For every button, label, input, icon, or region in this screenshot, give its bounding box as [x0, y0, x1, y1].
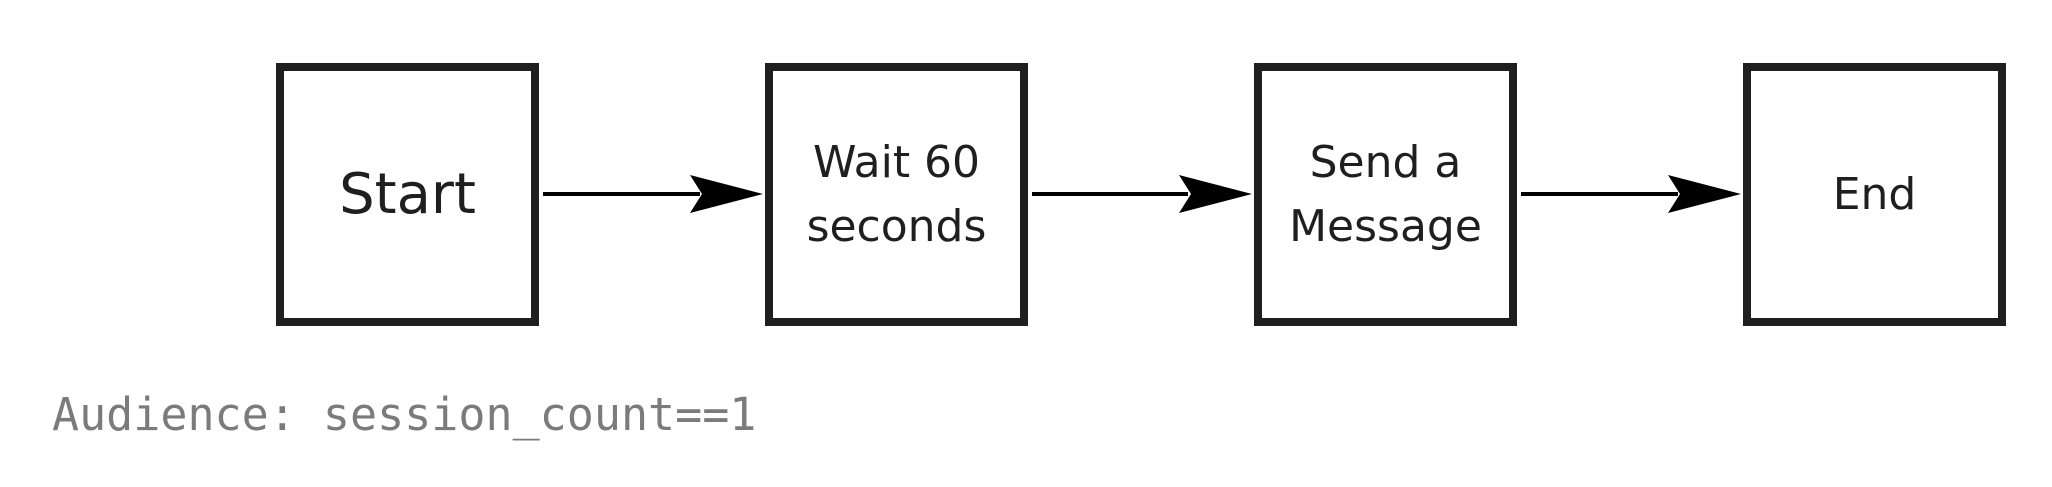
node-send-label: Send a Message — [1289, 136, 1482, 252]
audience-filter-label: Audience: session_count==1 — [52, 388, 757, 441]
arrow-send-to-end — [1521, 175, 1741, 213]
node-wait-60-seconds: Wait 60 seconds — [765, 63, 1028, 326]
node-end: End — [1743, 63, 2006, 326]
arrow-wait-to-send — [1032, 175, 1252, 213]
node-end-label: End — [1832, 168, 1917, 220]
node-send-a-message: Send a Message — [1254, 63, 1517, 326]
node-wait-label: Wait 60 seconds — [806, 136, 987, 252]
node-start: Start — [276, 63, 539, 326]
arrow-start-to-wait — [543, 175, 763, 213]
node-start-label: Start — [339, 161, 476, 227]
